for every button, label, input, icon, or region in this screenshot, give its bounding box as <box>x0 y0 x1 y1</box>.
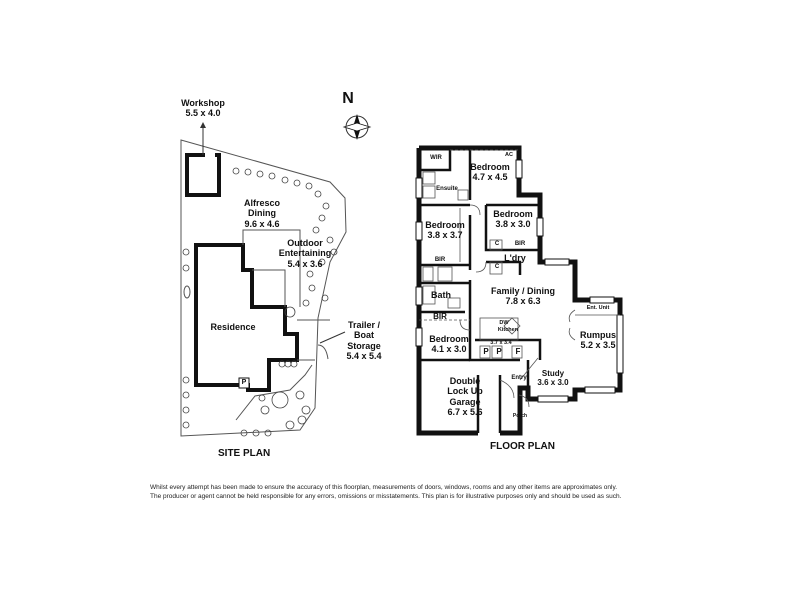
study-name: Study <box>541 369 565 378</box>
rumpus-name: Rumpus <box>580 330 616 340</box>
ent-unit-label: Ent. Unit <box>586 305 610 311</box>
porch-label: Porch <box>512 413 528 419</box>
pantry-1-label: P <box>483 347 489 356</box>
site-oval <box>183 285 191 299</box>
bedroom-2-label: Bedroom 3.8 x 3.7 <box>420 220 470 241</box>
workshop-size: 5.5 x 4.0 <box>185 108 221 119</box>
laundry-label: L'dry <box>504 253 526 263</box>
alfresco-label: Alfresco Dining 9.6 x 4.6 <box>232 198 292 229</box>
outdoor-name-1: Outdoor <box>287 238 323 248</box>
kitchen-size-label: 3.7 x 3.4 <box>490 340 512 346</box>
floor-exterior-west <box>416 148 478 436</box>
wir-label: WIR <box>430 155 442 161</box>
disclaimer-line-2: The producer or agent cannot be held res… <box>150 493 622 501</box>
outdoor-outline <box>252 269 286 307</box>
garage-name-1: Double <box>449 376 481 386</box>
bedroom-2-size: 3.8 x 3.7 <box>427 230 463 241</box>
residence-name: Residence <box>210 322 256 332</box>
site-boundary <box>180 139 347 437</box>
trailer-label: Trailer / Boat Storage 5.4 x 5.4 <box>336 320 392 361</box>
door-swings <box>459 204 576 408</box>
site-p-marker: P <box>241 379 247 386</box>
bedroom-4-size: 4.1 x 3.0 <box>431 344 467 355</box>
workshop-label: Workshop 5.5 x 4.0 <box>172 98 234 119</box>
trailer-size: 5.4 x 5.4 <box>346 351 382 362</box>
garage-name-2: Lock Up <box>447 386 483 397</box>
disclaimer-line-1: Whilst every attempt has been made to en… <box>150 484 618 491</box>
trailer-gate <box>317 344 329 360</box>
study-size: 3.6 x 3.0 <box>537 378 569 388</box>
ensuite-label: Ensuite <box>436 186 458 192</box>
bir-3-label: BIR <box>433 312 447 321</box>
residence-label: Residence <box>200 322 266 332</box>
workshop-name: Workshop <box>181 98 225 108</box>
rumpus-size: 5.2 x 3.5 <box>580 340 616 351</box>
bedroom-2-name: Bedroom <box>425 220 465 230</box>
dw-label: DW <box>499 320 509 326</box>
fridge-label: F <box>515 347 521 356</box>
family-dining-label: Family / Dining 7.8 x 6.3 <box>478 286 568 307</box>
bir-2-label: BIR <box>514 241 526 247</box>
alfresco-name-1: Alfresco <box>243 198 280 208</box>
entry-label: Entry <box>511 375 527 381</box>
workshop-building <box>185 153 221 197</box>
bedroom-4-name: Bedroom <box>429 334 469 344</box>
alfresco-name-2: Dining <box>248 208 276 219</box>
kitchen-label: Kitchen <box>497 327 519 333</box>
workshop-pointer-arrow <box>200 122 206 128</box>
c-2-label: C <box>494 264 500 270</box>
alfresco-outline <box>242 229 301 307</box>
outdoor-size: 5.4 x 3.6 <box>287 258 323 269</box>
garage-name-3: Garage <box>449 396 481 407</box>
compass-north-label: N <box>342 90 354 107</box>
trailer-name-1: Trailer / <box>347 320 381 330</box>
outdoor-label: Outdoor Entertaining 5.4 x 3.6 <box>274 238 336 269</box>
disclaimer-text: Whilst every attempt has been made to en… <box>150 483 750 501</box>
floor-plan-drawing <box>415 145 624 436</box>
bedroom-1-size: 4.7 x 4.5 <box>472 172 508 183</box>
bedroom-3-label: Bedroom 3.8 x 3.0 <box>488 209 538 230</box>
parking-marker-box <box>238 377 250 389</box>
workshop-door-gap <box>205 153 215 158</box>
pantry-2-label: P <box>496 347 502 356</box>
garage-size: 6.7 x 5.6 <box>447 407 483 418</box>
floor-plan-title: FLOOR PLAN <box>490 441 555 452</box>
driveway-outline <box>235 364 313 421</box>
bedroom-1-label: Bedroom 4.7 x 4.5 <box>462 162 518 183</box>
bedroom-4-label: Bedroom 4.1 x 3.0 <box>424 334 474 355</box>
north-compass <box>342 114 372 140</box>
trailer-pointer <box>319 331 346 344</box>
site-plan-title: SITE PLAN <box>218 448 271 459</box>
bedroom-1-name: Bedroom <box>470 162 510 172</box>
thin-lines <box>419 149 620 359</box>
bir-1-label: BIR <box>434 257 446 263</box>
bedroom-3-name: Bedroom <box>493 209 533 219</box>
trailer-name-2: Boat <box>354 330 374 341</box>
trailer-name-3: Storage <box>347 340 381 351</box>
garden-stepping-stones <box>182 167 338 437</box>
ac-label: AC <box>505 152 513 158</box>
windows <box>415 159 624 403</box>
bedroom-3-size: 3.8 x 3.0 <box>495 219 531 230</box>
site-plan-drawing <box>180 122 347 437</box>
alfresco-size: 9.6 x 4.6 <box>244 218 280 229</box>
family-dining-size: 7.8 x 6.3 <box>505 296 541 307</box>
study-label: Study 3.6 x 3.0 <box>534 369 572 387</box>
c-1-label: C <box>494 241 500 247</box>
garage-label: Double Lock Up Garage 6.7 x 5.6 <box>436 376 494 417</box>
family-dining-name: Family / Dining <box>490 286 555 296</box>
rumpus-label: Rumpus 5.2 x 3.5 <box>578 330 618 351</box>
outdoor-name-2: Entertaining <box>278 248 332 259</box>
bath-label: Bath <box>431 290 451 300</box>
